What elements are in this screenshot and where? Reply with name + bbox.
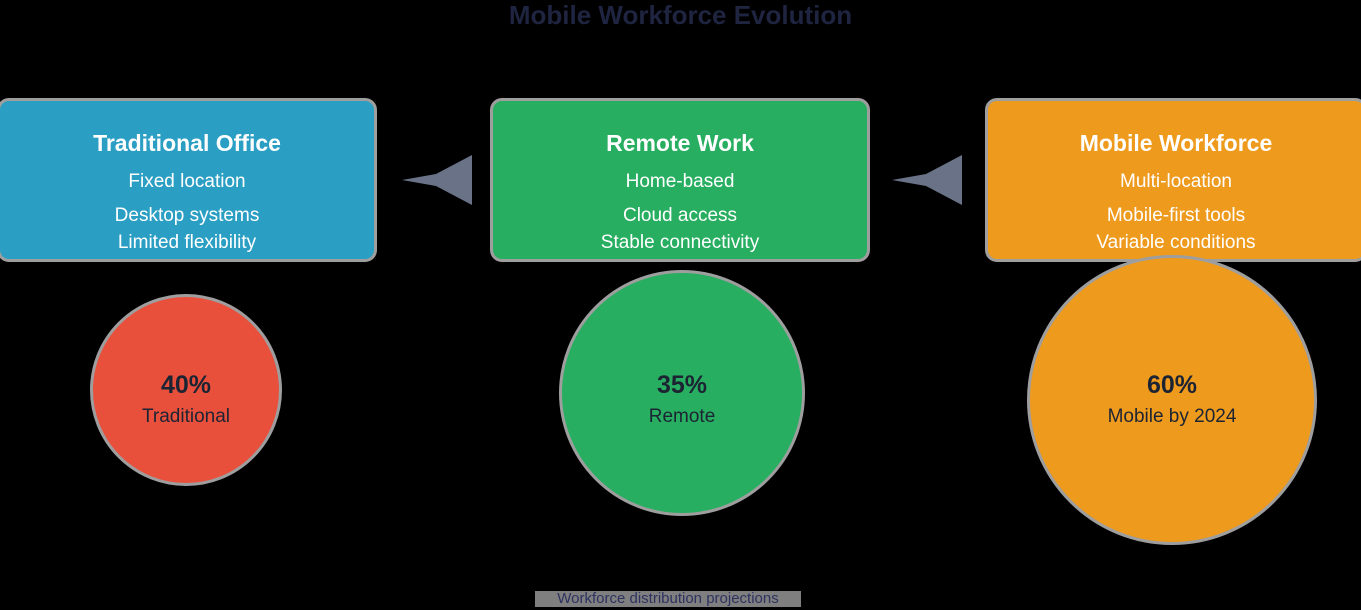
arrow-left-icon [402, 155, 472, 205]
node-line: Limited flexibility [117, 232, 257, 253]
diagram-caption: Workforce distribution projections [535, 591, 801, 607]
circle-remote [559, 270, 805, 516]
node-line: Mobile-first tools [1106, 205, 1246, 226]
node-traditional-office: Traditional Office Fixed location Deskto… [0, 98, 377, 262]
node-line: Fixed location [128, 171, 246, 192]
stat-mobile: 60% Mobile by 2024 [1022, 370, 1322, 428]
node-remote-work: Remote Work Home-based Cloud access Stab… [490, 98, 870, 262]
node-line: Variable conditions [1096, 232, 1256, 253]
node-line: Multi-location [1120, 171, 1232, 192]
node-title: Traditional Office [93, 130, 281, 156]
stat-traditional: 40% Traditional [36, 370, 336, 428]
node-line: Home-based [625, 171, 735, 192]
stat-remote: 35% Remote [532, 370, 832, 428]
node-line: Stable connectivity [600, 232, 760, 253]
node-mobile-workforce: Mobile Workforce Multi-location Mobile-f… [985, 98, 1361, 262]
arrow-left-icon [892, 155, 962, 205]
node-line: Desktop systems [114, 205, 260, 226]
circle-mobile [1027, 255, 1317, 545]
stat-value: 40% [160, 371, 212, 399]
stat-value: 35% [656, 371, 708, 399]
stat-label: Remote [648, 406, 716, 427]
stat-label: Traditional [141, 406, 230, 427]
node-title: Mobile Workforce [1079, 130, 1273, 156]
node-title: Remote Work [606, 130, 754, 156]
stat-value: 60% [1146, 371, 1198, 399]
diagram-title: Mobile Workforce Evolution [508, 0, 853, 30]
stat-label: Mobile by 2024 [1107, 406, 1237, 427]
circle-traditional [90, 294, 282, 486]
node-line: Cloud access [622, 205, 738, 226]
